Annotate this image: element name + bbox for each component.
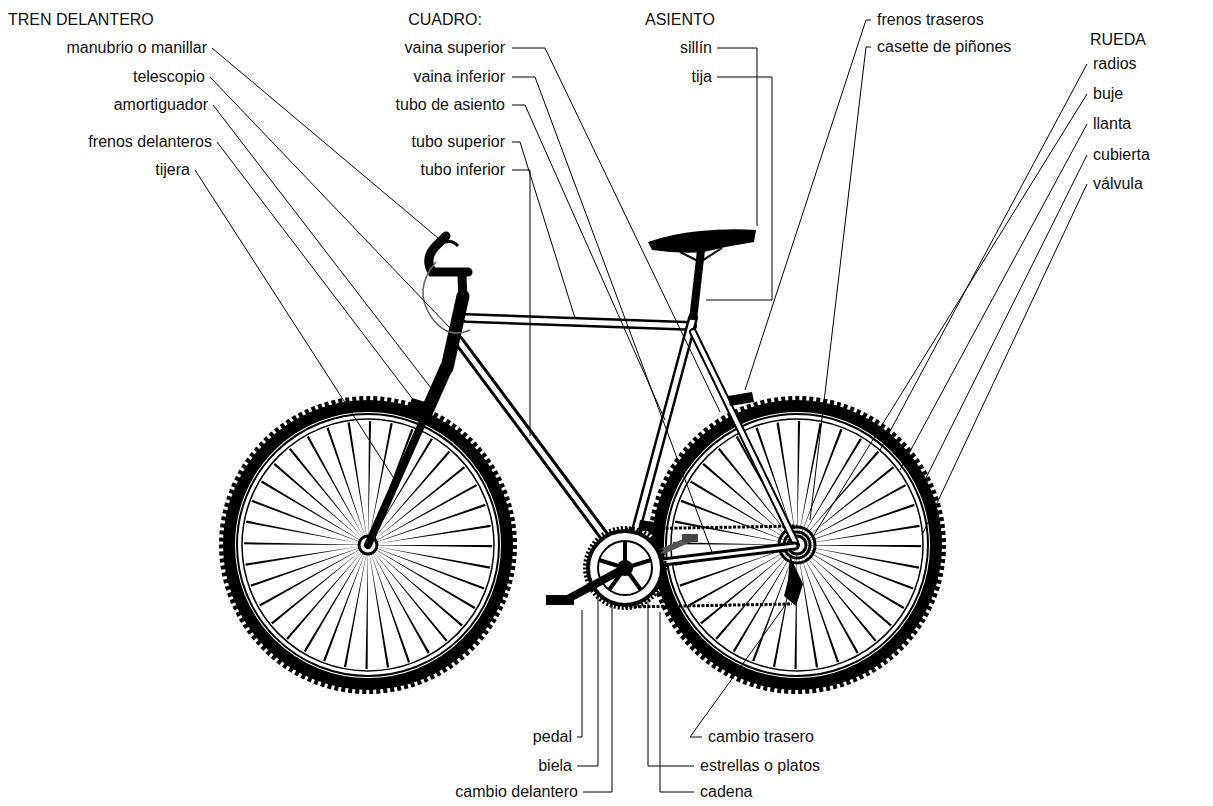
leader-line <box>512 142 575 318</box>
leader-line <box>583 602 612 792</box>
leader-line <box>925 155 1087 480</box>
part-label: radios <box>1093 55 1137 73</box>
part-label: válvula <box>1093 175 1143 193</box>
front-derailleur <box>638 520 654 532</box>
seat-stay <box>693 332 795 542</box>
pedal-far <box>682 534 698 542</box>
leader-line <box>512 77 712 552</box>
stem <box>462 276 463 300</box>
part-label: tubo de asiento <box>396 96 505 114</box>
part-label: telescopio <box>133 68 205 86</box>
part-label: manubrio o manillar <box>66 39 207 57</box>
part-label: vaina superior <box>405 39 506 57</box>
part-label: cubierta <box>1093 146 1150 164</box>
part-label: estrellas o platos <box>700 757 820 775</box>
seat-tube <box>628 318 693 560</box>
brake-cable <box>423 262 470 333</box>
front-brake <box>408 398 432 414</box>
leader-line <box>922 184 1087 535</box>
fork-leg <box>368 410 428 545</box>
brake-lever <box>440 241 458 246</box>
group-heading: CUADRO: <box>408 11 482 29</box>
leader-line <box>512 170 530 436</box>
leader-line <box>512 105 665 420</box>
leader-line <box>512 48 720 412</box>
leader-line <box>706 77 772 300</box>
saddle-rails <box>680 248 722 262</box>
leader-line <box>195 170 395 480</box>
leader-line <box>717 48 757 226</box>
seat-stay <box>693 332 795 542</box>
part-label: amortiguador <box>114 96 208 114</box>
seat-tube <box>628 318 693 560</box>
leader-line <box>577 592 598 766</box>
front-wheel <box>222 399 514 691</box>
rear-derailleur <box>784 556 803 606</box>
part-label: tubo inferior <box>421 161 506 179</box>
part-label: tubo superior <box>412 133 505 151</box>
part-label: pedal <box>533 728 572 746</box>
part-label: biela <box>538 757 572 775</box>
leader-line <box>745 20 871 390</box>
group-heading: RUEDA <box>1090 31 1146 49</box>
leader-line <box>690 604 786 737</box>
part-label: cambio trasero <box>708 728 814 746</box>
down-tube <box>458 340 622 560</box>
part-label: sillín <box>680 39 712 57</box>
leader-line <box>900 124 1087 470</box>
crank <box>566 568 625 600</box>
leader-line <box>810 47 871 520</box>
leader-line <box>812 94 1087 538</box>
part-label: cambio delantero <box>455 783 578 801</box>
top-tube <box>466 318 692 326</box>
group-heading: ASIENTO <box>645 11 715 29</box>
part-label: llanta <box>1093 115 1131 133</box>
leader-line <box>217 142 415 402</box>
leader-line <box>577 610 582 737</box>
part-label: buje <box>1093 85 1123 103</box>
part-label: vaina inferior <box>413 68 505 86</box>
leader-line <box>212 48 438 238</box>
rear-brake <box>728 392 754 406</box>
leader-line <box>648 600 694 766</box>
leader-line <box>880 64 1087 450</box>
leader-lines <box>195 20 1087 792</box>
handlebar <box>429 236 468 272</box>
saddle <box>648 229 756 252</box>
part-label: cadena <box>700 783 753 801</box>
group-heading: TREN DELANTERO <box>8 11 154 29</box>
leader-line <box>660 612 694 792</box>
pedal <box>546 595 574 605</box>
part-label: tija <box>692 68 712 86</box>
part-label: casette de piñones <box>877 38 1011 56</box>
part-label: frenos traseros <box>877 11 984 29</box>
part-label: tijera <box>155 161 190 179</box>
top-tube <box>466 318 692 326</box>
part-label: frenos delanteros <box>88 133 212 151</box>
down-tube <box>458 340 622 560</box>
